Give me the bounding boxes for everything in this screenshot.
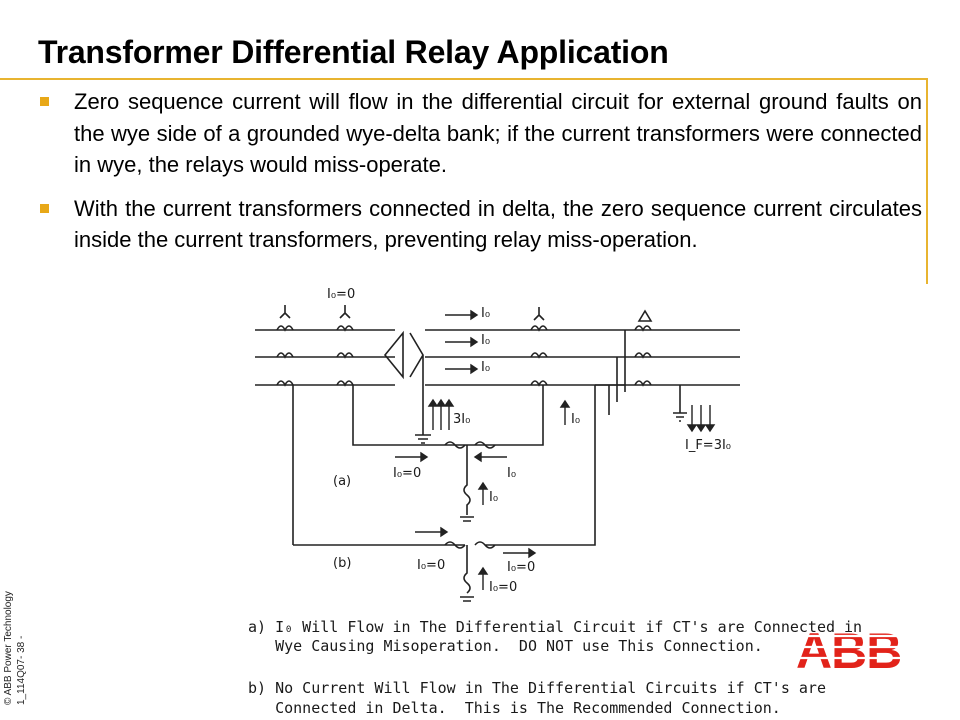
bullet-square-icon — [40, 203, 49, 213]
label-i0-eq-0-b3: I₀=0 — [489, 580, 517, 595]
bullet-item: With the current transformers connected … — [38, 193, 922, 256]
footer-copyright: © ABB Power Technology — [3, 591, 14, 705]
label-i0-relay-a2: I₀ — [489, 490, 498, 505]
abb-logo-text: ABB — [796, 624, 901, 674]
abb-logo: ABB — [796, 624, 916, 674]
label-i0-eq-0-b1: I₀=0 — [417, 558, 445, 573]
label-case-a: (a) — [333, 474, 351, 489]
caption-b-line1: b) No Current Will Flow in The Different… — [248, 679, 826, 697]
label-fault-current: I_F=3I₀ — [685, 438, 731, 453]
label-i0-eq-0-top: I₀=0 — [327, 287, 355, 302]
caption-b-line2: Connected in Delta. This is The Recommen… — [248, 699, 781, 717]
label-i0-phase-b: I₀ — [481, 333, 490, 348]
bullet-text: With the current transformers connected … — [74, 195, 922, 253]
bullet-text: Zero sequence current will flow in the d… — [74, 89, 922, 177]
caption-a-line1: a) I₀ Will Flow in The Differential Circ… — [248, 618, 863, 636]
label-case-b: (b) — [333, 556, 351, 571]
title-rule — [0, 78, 928, 80]
label-i0-eq-0-a: I₀=0 — [393, 466, 421, 481]
label-i0-phase-c: I₀ — [481, 360, 490, 375]
footer-code: 1_114Q07- 38 - — [16, 635, 27, 705]
footer-side-note: © ABB Power Technology 1_114Q07- 38 - — [2, 545, 36, 705]
label-i0-eq-0-b2: I₀=0 — [507, 560, 535, 575]
label-i0-relay-a1: I₀ — [507, 466, 516, 481]
label-i0-phase-a: I₀ — [481, 306, 490, 321]
slide-title: Transformer Differential Relay Applicati… — [38, 34, 669, 70]
label-i0-right: I₀ — [571, 412, 580, 427]
bullet-list: Zero sequence current will flow in the d… — [38, 86, 922, 268]
frame-right-edge — [926, 78, 928, 284]
bullet-square-icon — [40, 97, 49, 106]
label-three-i0: 3I₀ — [453, 412, 470, 427]
caption-a-line2: Wye Causing Misoperation. DO NOT use Thi… — [248, 637, 763, 655]
bullet-item: Zero sequence current will flow in the d… — [38, 86, 922, 181]
differential-relay-diagram: I₀=0 I₀ I₀ I₀ 3I₀ I₀ I_F=3I₀ I₀=0 I₀ I₀ … — [255, 287, 740, 602]
